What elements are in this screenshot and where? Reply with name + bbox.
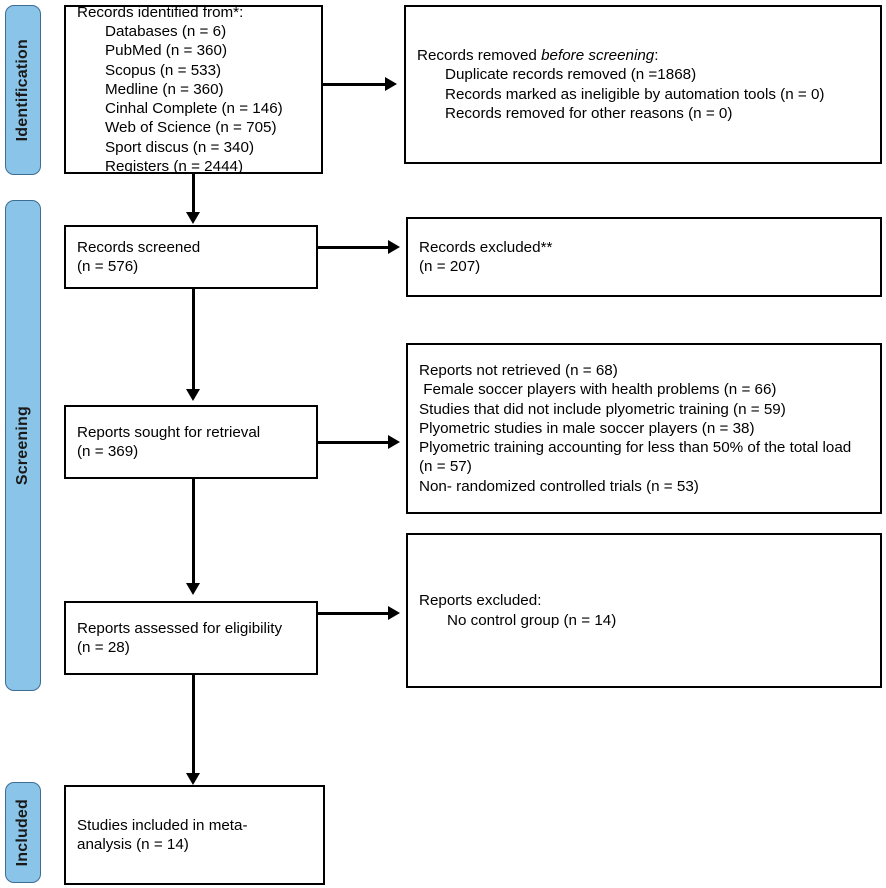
records-removed-title: Records removed before screening:: [417, 46, 824, 65]
reports-not-retrieved-item: Non- randomized controlled trials (n = 5…: [419, 477, 699, 495]
reports-sought-line1: Reports sought for retrieval: [77, 423, 261, 441]
node-reports-assessed: Reports assessed for eligibility (n = 28…: [64, 601, 318, 675]
node-records-screened-text: Records screened (n = 576): [66, 238, 208, 276]
node-reports-not-retrieved-text: Reports not retrieved (n = 68) Female so…: [408, 361, 859, 496]
records-identified-item: Cinhal Complete (n = 146): [105, 100, 283, 118]
arrowhead-sought-to-assessed: [185, 583, 200, 595]
node-studies-included: Studies included in meta- analysis (n = …: [64, 785, 325, 885]
reports-sought-line2: (n = 369): [77, 443, 139, 460]
connector-sought-to-assessed: [192, 479, 195, 583]
node-records-screened: Records screened (n = 576): [64, 225, 318, 289]
connector-identified-to-screened: [192, 174, 195, 214]
arrowhead-screened-to-sought: [185, 389, 200, 401]
arrowhead-assessed-to-included: [185, 773, 200, 785]
reports-not-retrieved-item: Studies that did not include plyometric …: [419, 400, 786, 418]
arrowhead-sought-to-not-retrieved: [388, 435, 400, 449]
connector-assessed-to-included: [192, 675, 195, 773]
node-reports-sought-text: Reports sought for retrieval (n = 369): [66, 423, 268, 461]
node-reports-assessed-text: Reports assessed for eligibility (n = 28…: [66, 619, 290, 657]
records-removed-item: Duplicate records removed (n =1868): [445, 66, 697, 84]
records-screened-line1: Records screened: [77, 238, 201, 256]
phase-bar-identification: Identification: [5, 5, 41, 175]
reports-not-retrieved-item: Female soccer players with health proble…: [419, 381, 777, 399]
phase-label-identification: Identification: [14, 38, 31, 142]
records-identified-item: Web of Science (n = 705): [105, 119, 277, 137]
reports-not-retrieved-item: Plyometric training accounting for less …: [419, 439, 852, 457]
reports-assessed-line2: (n = 28): [77, 639, 130, 656]
phase-label-included: Included: [14, 798, 31, 867]
records-removed-item: Records removed for other reasons (n = 0…: [445, 104, 733, 122]
arrowhead-identified-to-removed: [385, 77, 397, 91]
studies-included-line1: Studies included in meta-: [77, 816, 248, 834]
arrowhead-assessed-to-excluded: [388, 606, 400, 620]
node-reports-excluded-text: Reports excluded: No control group (n = …: [408, 591, 624, 629]
records-identified-title: Records identified from*:: [77, 4, 244, 22]
studies-included-line2: analysis (n = 14): [77, 836, 189, 853]
reports-not-retrieved-item: (n = 57): [419, 458, 472, 476]
node-reports-sought: Reports sought for retrieval (n = 369): [64, 405, 318, 479]
records-identified-item: Medline (n = 360): [105, 80, 224, 98]
reports-excluded-item: No control group (n = 14): [447, 611, 617, 629]
records-removed-item: Records marked as ineligible by automati…: [445, 85, 825, 103]
node-records-identified-text: Records identified from*: Databases (n =…: [66, 3, 291, 176]
phase-label-screening: Screening: [14, 405, 31, 486]
node-reports-excluded: Reports excluded: No control group (n = …: [406, 533, 882, 688]
arrowhead-screened-to-excluded: [388, 240, 400, 254]
connector-identified-to-removed: [323, 83, 385, 86]
node-records-removed: Records removed before screening: Duplic…: [404, 5, 882, 164]
connector-screened-to-excluded: [318, 246, 388, 249]
records-identified-item: Scopus (n = 533): [105, 61, 222, 79]
records-removed-title-suffix: :: [654, 47, 659, 65]
connector-sought-to-not-retrieved: [318, 441, 388, 444]
records-removed-title-prefix: Records removed: [417, 47, 542, 65]
records-identified-item: PubMed (n = 360): [105, 42, 227, 60]
node-records-removed-text: Records removed before screening: Duplic…: [406, 46, 832, 123]
reports-not-retrieved-item: Reports not retrieved (n = 68): [419, 362, 618, 380]
node-records-identified: Records identified from*: Databases (n =…: [64, 3, 323, 176]
records-removed-title-italic: before screening: [541, 47, 655, 65]
phase-bar-screening: Screening: [5, 200, 41, 691]
connector-screened-to-sought: [192, 289, 195, 389]
reports-not-retrieved-item: Plyometric studies in male soccer player…: [419, 419, 755, 437]
phase-bar-included: Included: [5, 782, 41, 883]
arrowhead-identified-to-screened: [185, 212, 200, 224]
node-studies-included-text: Studies included in meta- analysis (n = …: [66, 816, 256, 854]
node-records-excluded: Records excluded** (n = 207): [406, 217, 882, 297]
node-records-excluded-text: Records excluded** (n = 207): [408, 238, 560, 276]
reports-assessed-line1: Reports assessed for eligibility: [77, 619, 283, 637]
records-screened-line2: (n = 576): [77, 258, 139, 275]
connector-assessed-to-excluded: [318, 612, 388, 615]
records-identified-item: Sport discus (n = 340): [105, 138, 254, 156]
records-identified-item: Registers (n = 2444): [105, 157, 244, 175]
records-identified-item: Databases (n = 6): [105, 23, 227, 41]
node-reports-not-retrieved: Reports not retrieved (n = 68) Female so…: [406, 343, 882, 514]
records-excluded-line1: Records excluded**: [419, 238, 553, 256]
records-excluded-line2: (n = 207): [419, 258, 481, 275]
reports-excluded-title: Reports excluded:: [419, 592, 542, 610]
